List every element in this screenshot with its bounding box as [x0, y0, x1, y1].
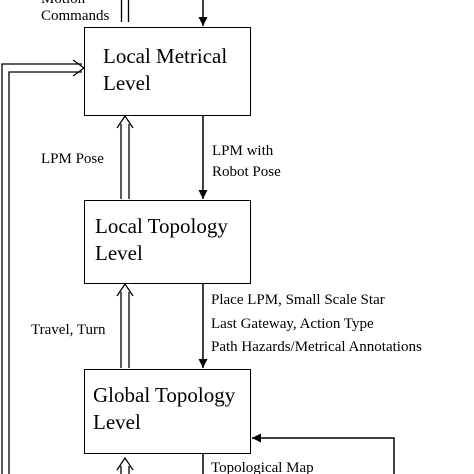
global-topology-level-box [84, 369, 251, 454]
travel-turn-arrow [116, 282, 134, 368]
motion-commands-arrow [120, 0, 130, 22]
place-info-line: Place LPM, Small Scale Star [211, 292, 385, 308]
lpm-with-robot-pose-label: LPM with Robot Pose [212, 143, 281, 180]
place-info-line: Last Gateway, Action Type [211, 315, 374, 332]
feedback-loop-arrow [1, 59, 86, 474]
local-metrical-level-box [84, 27, 251, 116]
place-info-line: Path Hazards/Metrical Annotations [211, 339, 422, 355]
place-info-label: Place LPM, Small Scale Star Last Gateway… [211, 289, 422, 360]
local-topology-level-title: Local Topology Level [95, 214, 228, 265]
topological-map-label: Topological Map [211, 460, 314, 474]
lpm-pose-arrow [116, 114, 134, 199]
lower-hollow-arrow [116, 456, 134, 474]
motion-commands-label: Motion Commands [41, 0, 110, 24]
topological-map-feedback-arrow [252, 433, 395, 474]
global-topology-level-title: Global Topology Level [93, 383, 236, 434]
local-metrical-level-title: Local Metrical Level [103, 44, 228, 95]
local-topology-level-box [84, 200, 251, 284]
lpm-pose-label: LPM Pose [41, 151, 104, 167]
travel-turn-label: Travel, Turn [31, 322, 106, 338]
